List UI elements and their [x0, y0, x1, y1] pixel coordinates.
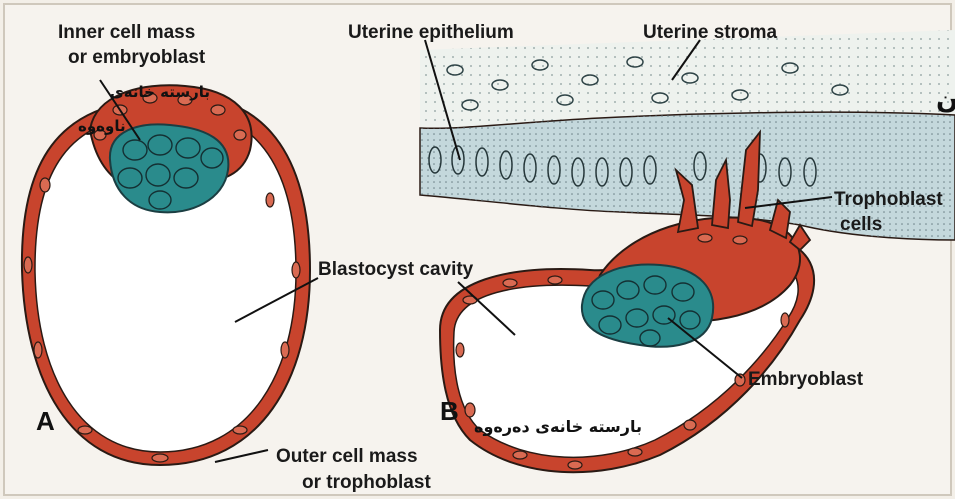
label-uterine-wall-ku: دیواری منالدان	[936, 85, 955, 115]
label-inner-mass-ku-1: بارستە خانەی	[110, 83, 210, 101]
label-uterine-stroma: Uterine stroma	[643, 22, 778, 43]
label-inner-mass-ku-2: ناوەوە	[78, 117, 126, 135]
label-blastocyst-cavity: Blastocyst cavity	[318, 259, 474, 280]
label-or-trophoblast: or trophoblast	[302, 472, 431, 493]
label-or-embryoblast: or embryoblast	[68, 47, 206, 68]
label-trophoblast: Trophoblast	[834, 189, 943, 210]
label-uterine-epithelium: Uterine epithelium	[348, 22, 514, 43]
label-outer-mass-ku: بارستە خانەی دەرەوە	[474, 417, 642, 436]
label-trophoblast-cells: cells	[840, 214, 882, 235]
label-embryoblast: Embryoblast	[748, 369, 864, 390]
panel-label-a: A	[36, 406, 55, 436]
embryoblast-b	[582, 265, 713, 347]
panel-label-b: B	[440, 396, 459, 426]
label-inner-cell-mass: Inner cell mass	[58, 22, 195, 43]
label-outer-cell-mass: Outer cell mass	[276, 446, 418, 467]
blastocyst-a	[22, 85, 310, 465]
